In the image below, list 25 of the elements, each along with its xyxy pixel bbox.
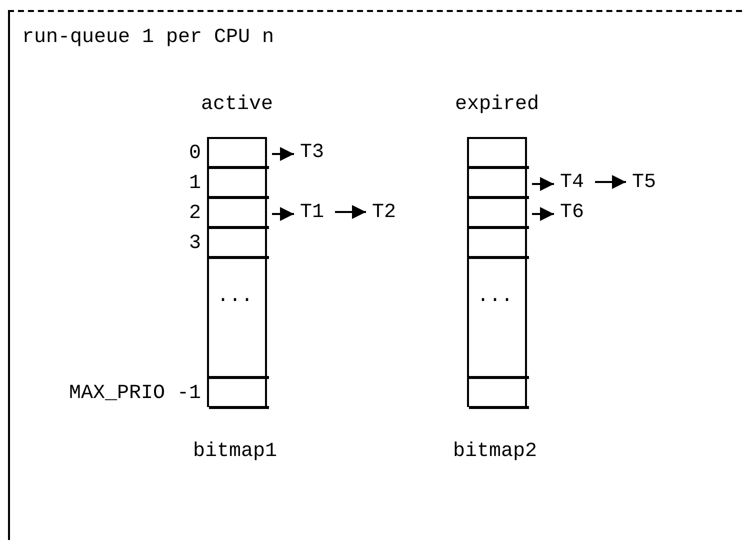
priority-index: 2 [188, 201, 201, 227]
arrow [272, 207, 294, 221]
bitmap-label: bitmap2 [452, 440, 538, 463]
task-label: T3 [292, 137, 332, 167]
arrow [335, 205, 366, 219]
priority-index: 3 [188, 231, 201, 257]
task-label: T5 [624, 167, 664, 197]
run-queue-frame [8, 10, 742, 540]
arrow [532, 207, 554, 221]
task-label: T6 [552, 197, 592, 227]
array-heading: expired [455, 93, 539, 116]
task-label: T2 [364, 197, 404, 227]
arrow [532, 177, 554, 191]
task-label: T1 [292, 197, 332, 227]
ellipsis: ... [216, 285, 254, 308]
priority-index: MAX_PRIO -1 [68, 381, 201, 407]
arrow [272, 147, 294, 161]
array-heading: active [201, 93, 273, 116]
priority-index: 0 [188, 141, 201, 167]
frame-title: run-queue 1 per CPU n [22, 26, 274, 49]
ellipsis: ... [476, 285, 514, 308]
arrow [595, 175, 626, 189]
bitmap-label: bitmap1 [192, 440, 278, 463]
task-label: T4 [552, 167, 592, 197]
priority-index: 1 [188, 171, 201, 197]
